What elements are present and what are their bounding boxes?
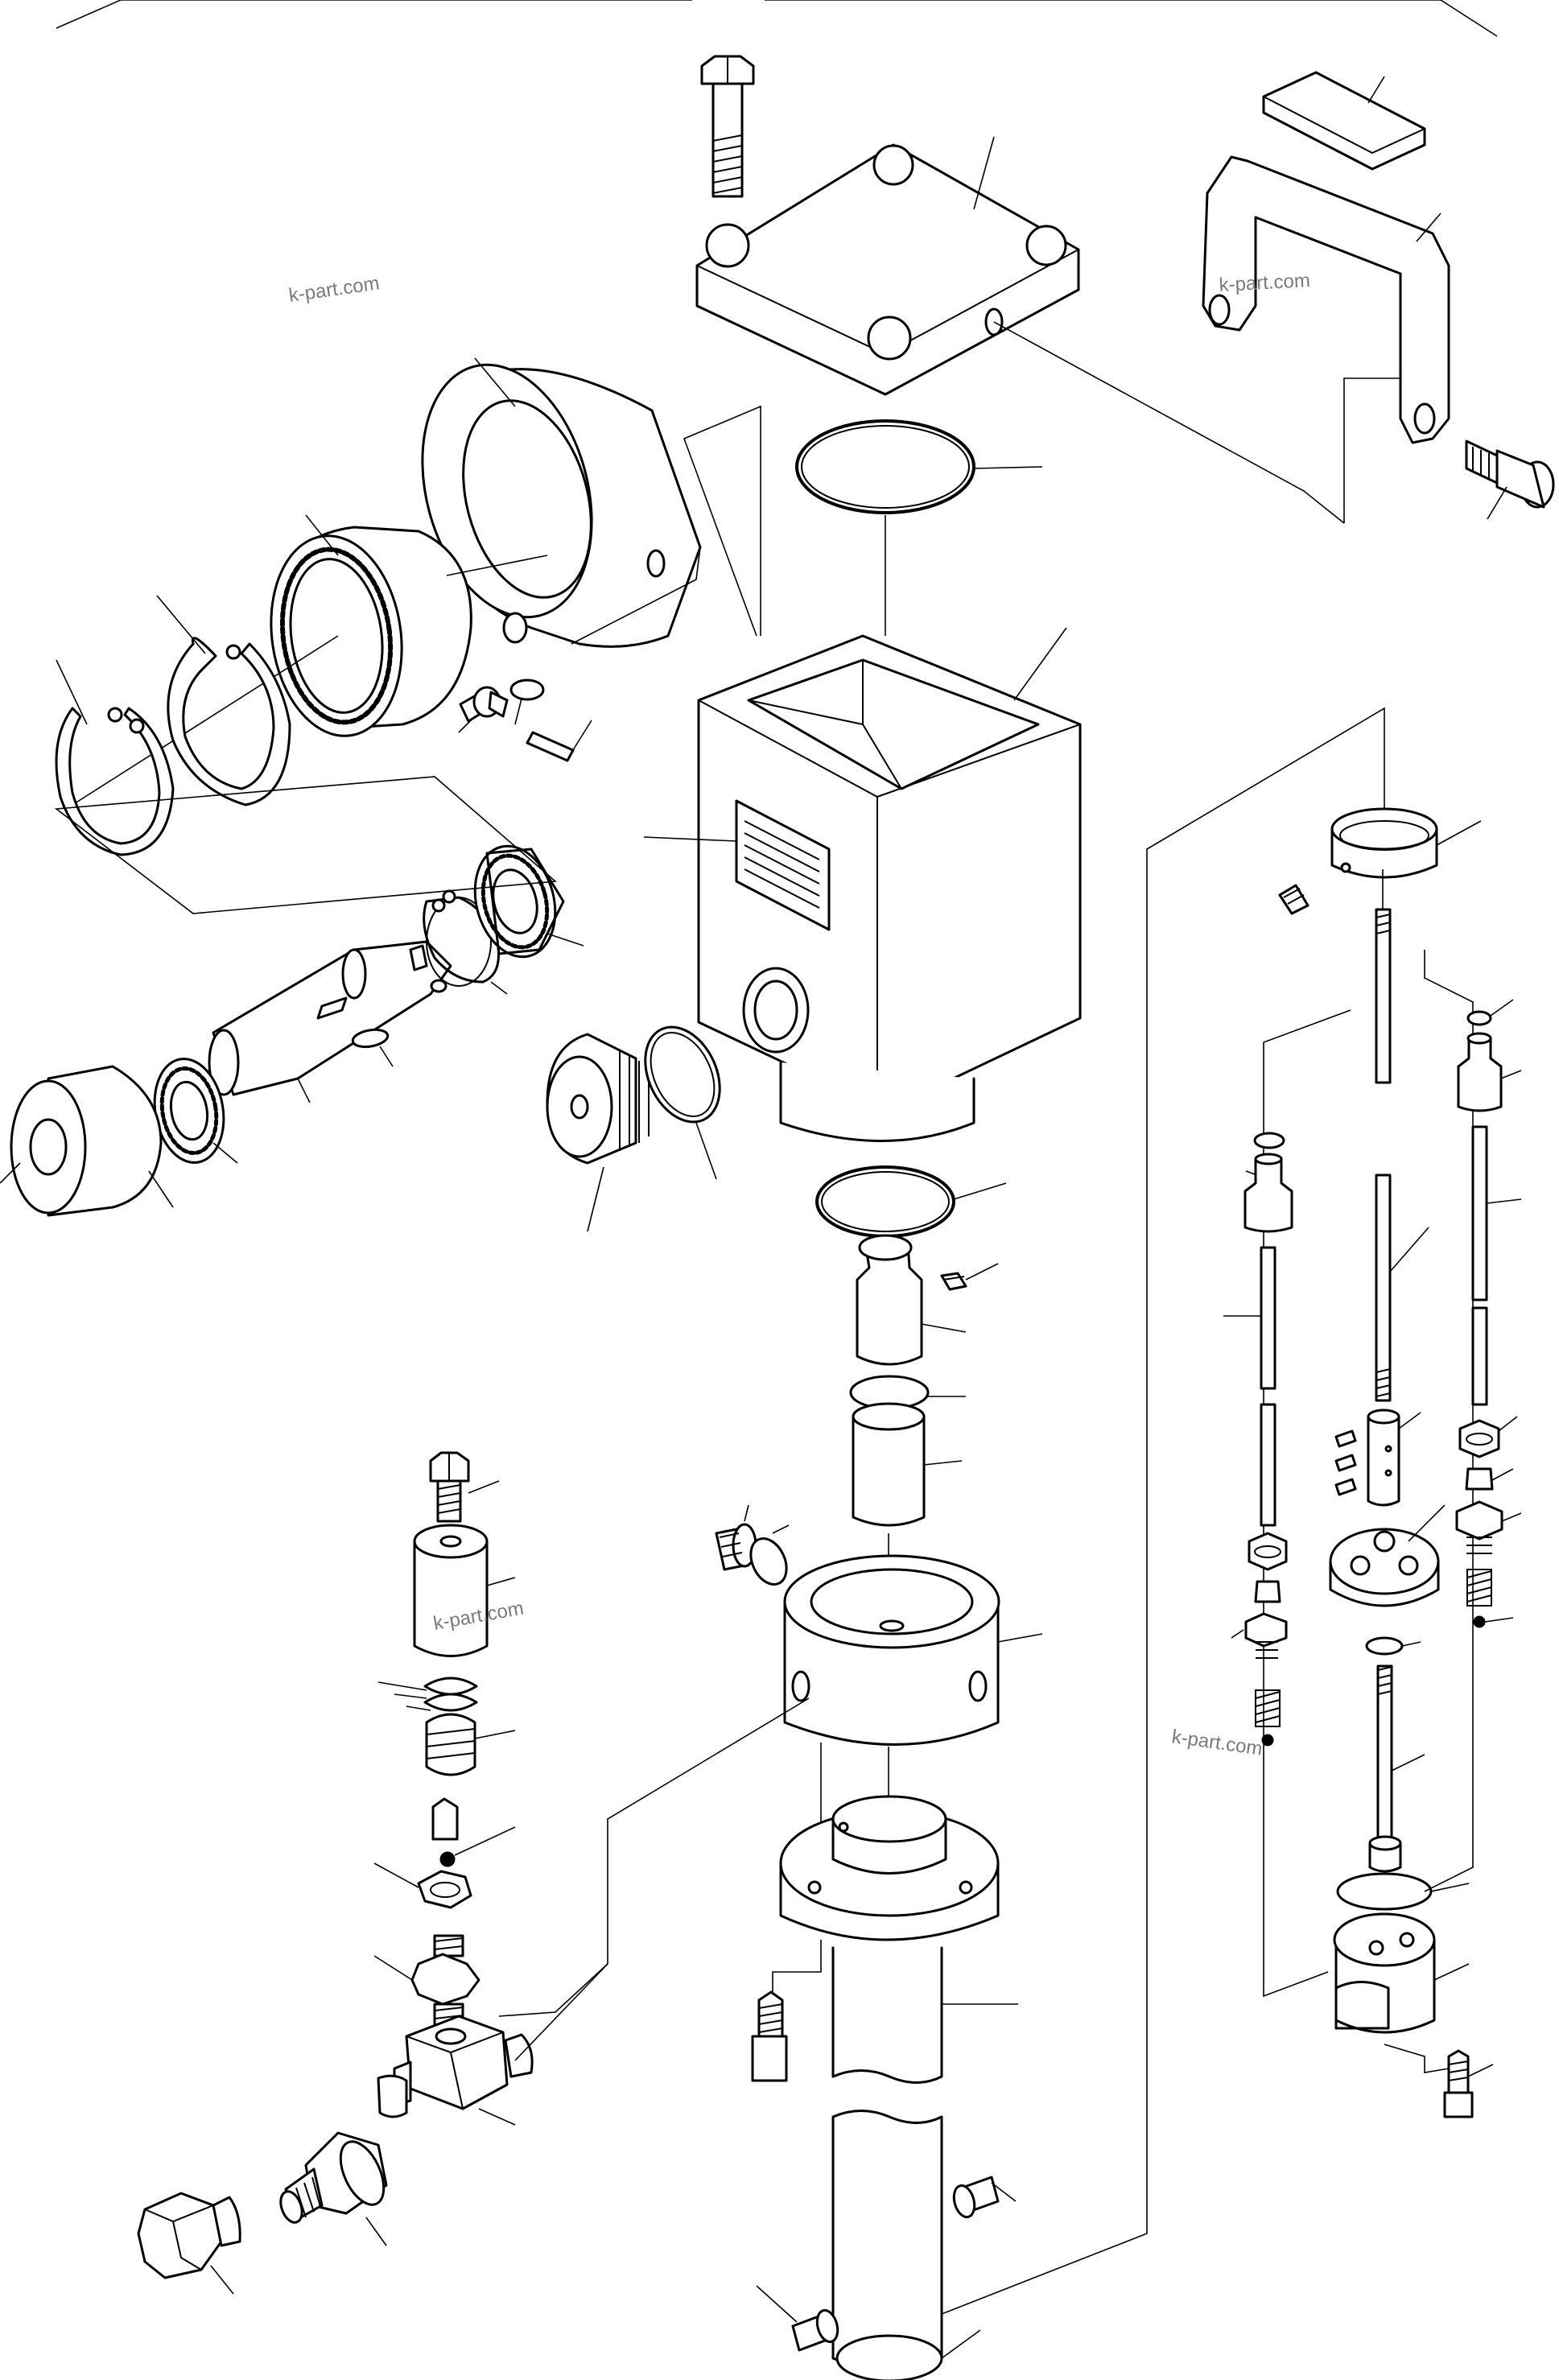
adapter-body — [413, 1524, 516, 1657]
leader-right-frame — [941, 707, 1385, 2315]
o-ring-small-center — [749, 1524, 790, 1586]
spring-stack-bottom-left — [377, 1677, 516, 1776]
rod-right-lower — [1471, 1306, 1488, 1406]
ball-bearing-upper — [473, 844, 584, 959]
circlip-inner — [55, 659, 175, 856]
spring-left-valve — [1255, 1689, 1281, 1747]
retaining-strip — [1262, 71, 1426, 171]
spacer-disc — [849, 1375, 966, 1410]
mounting-flange — [779, 1795, 1000, 1941]
washer-right-valve — [1466, 999, 1514, 1026]
o-ring-center — [815, 1165, 1007, 1238]
bolt-flange — [751, 1940, 822, 2082]
cap-screw-bottom-right — [1443, 2049, 1494, 2118]
rod-left-upper — [1223, 1246, 1276, 1390]
rod-long-mid — [1375, 1174, 1429, 1402]
circlip-outer — [156, 595, 291, 806]
u-bracket — [1202, 155, 1450, 444]
valve-cup — [1333, 1912, 1470, 2073]
countersunk-screw-left — [756, 2285, 839, 2352]
leader-box-shaft — [54, 776, 557, 914]
needle-bearing — [72, 514, 548, 806]
tool-shank — [831, 1946, 1018, 2372]
ring-sleeve — [1330, 807, 1482, 879]
fitting-left-valve — [1231, 1580, 1288, 1659]
spring-pins-stack — [1334, 1429, 1357, 1496]
hex-nut-left-valve — [1248, 1532, 1288, 1571]
leader-tee-to-block — [514, 1963, 608, 2061]
spring-pin — [526, 720, 592, 762]
small-washer — [430, 979, 447, 993]
plunger-left-valve — [1243, 1153, 1293, 1233]
main-housing — [643, 627, 1082, 1142]
countersunk-screw-right — [952, 2176, 1017, 2219]
plug-small-center — [715, 1504, 757, 1571]
leader-valve-cup-link — [1424, 950, 1474, 1892]
watermark-4: k-part.com — [1170, 1726, 1264, 1760]
cylinder-block — [498, 1554, 1043, 2017]
top-bolt — [700, 55, 755, 198]
spacer-ring-right — [1365, 1636, 1421, 1656]
leader-housing-left — [683, 405, 761, 637]
valve-body-disc — [1329, 1504, 1446, 1607]
o-ring-large — [795, 419, 1043, 514]
cap-left — [0, 1065, 174, 1217]
bolt-bottom-left — [429, 1451, 500, 1523]
top-cover — [695, 136, 1080, 396]
tee-block — [377, 2015, 534, 2126]
hose-fitting — [279, 2131, 388, 2246]
watermark-2: k-part.com — [1219, 270, 1311, 296]
side-o-ring — [644, 1025, 721, 1180]
piston-lower — [852, 1402, 963, 1527]
watermark-1: k-part.com — [287, 272, 381, 307]
rod-long-top — [1375, 869, 1392, 1084]
end-disc — [835, 2329, 981, 2380]
socket-head-screw-top — [1343, 377, 1555, 523]
piston-upper — [856, 1234, 967, 1366]
set-screw-ring — [1278, 884, 1309, 915]
frame-lines — [56, 0, 1498, 37]
plunger-right-valve — [1457, 1032, 1522, 1112]
rod-long-bottom — [1368, 1664, 1425, 1873]
key — [351, 1028, 394, 1067]
hex-nut-bottom-left — [373, 1862, 472, 1909]
spring-right-valve — [1466, 1569, 1514, 1628]
coupling-nut-right — [1367, 1409, 1421, 1507]
drive-shaft — [208, 940, 452, 1103]
grease-nipple-small — [458, 679, 545, 733]
needle-valve — [431, 1797, 516, 1867]
double-nipple — [373, 1934, 480, 2030]
hex-plug-bottom-left — [137, 2192, 241, 2295]
set-screw-center — [940, 1263, 999, 1291]
rod-right-upper — [1471, 1125, 1522, 1301]
leader-cover-to-bracket — [993, 321, 1345, 524]
o-ring-bottom-right — [1336, 1872, 1470, 1911]
rod-left-lower — [1260, 1403, 1276, 1527]
outer-sleeve — [421, 357, 702, 648]
fitting-right-valve — [1455, 1467, 1522, 1554]
ball-bearing-lower — [153, 1058, 238, 1164]
hex-nut-right-valve — [1458, 1416, 1518, 1458]
side-plug — [546, 1033, 650, 1232]
